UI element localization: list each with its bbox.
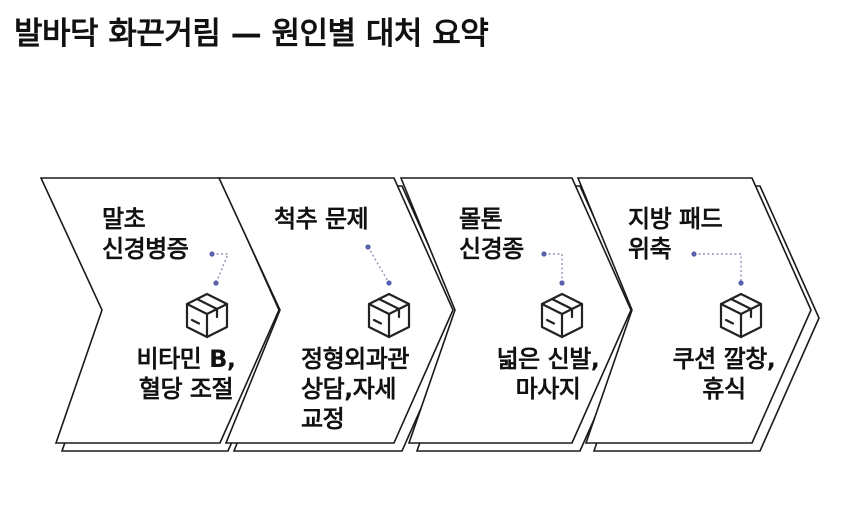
- step-2-remedy: 정형외과관 상담,자세 교정: [301, 345, 409, 433]
- chevron-step-4: [576, 177, 820, 452]
- step-4-cause: 지방 패드 위축: [628, 205, 723, 263]
- connector-step-2: [365, 244, 392, 286]
- box-icon: [185, 292, 229, 339]
- step-3-cause: 몰톤 신경종: [459, 205, 524, 263]
- connector-step-1: [209, 251, 230, 286]
- page-title: 발바닥 화끈거림 — 원인별 대처 요약: [14, 16, 489, 52]
- step-1-remedy: 비타민 B, 혈당 조절: [136, 345, 236, 403]
- chevron-step-2: [217, 177, 462, 452]
- chevron-step-1: [39, 177, 288, 452]
- connector-step-3: [541, 251, 565, 286]
- step-2-cause: 척추 문제: [274, 205, 369, 233]
- box-icon: [719, 292, 763, 339]
- step-3-remedy: 넓은 신발, 마사지: [496, 345, 600, 403]
- step-4-remedy: 쿠션 깔창, 휴식: [672, 345, 776, 403]
- connector-step-4: [691, 251, 744, 286]
- chevron-step-3: [399, 177, 640, 452]
- box-icon: [540, 292, 584, 339]
- step-1-cause: 말초 신경병증: [102, 205, 189, 263]
- box-icon: [367, 292, 411, 339]
